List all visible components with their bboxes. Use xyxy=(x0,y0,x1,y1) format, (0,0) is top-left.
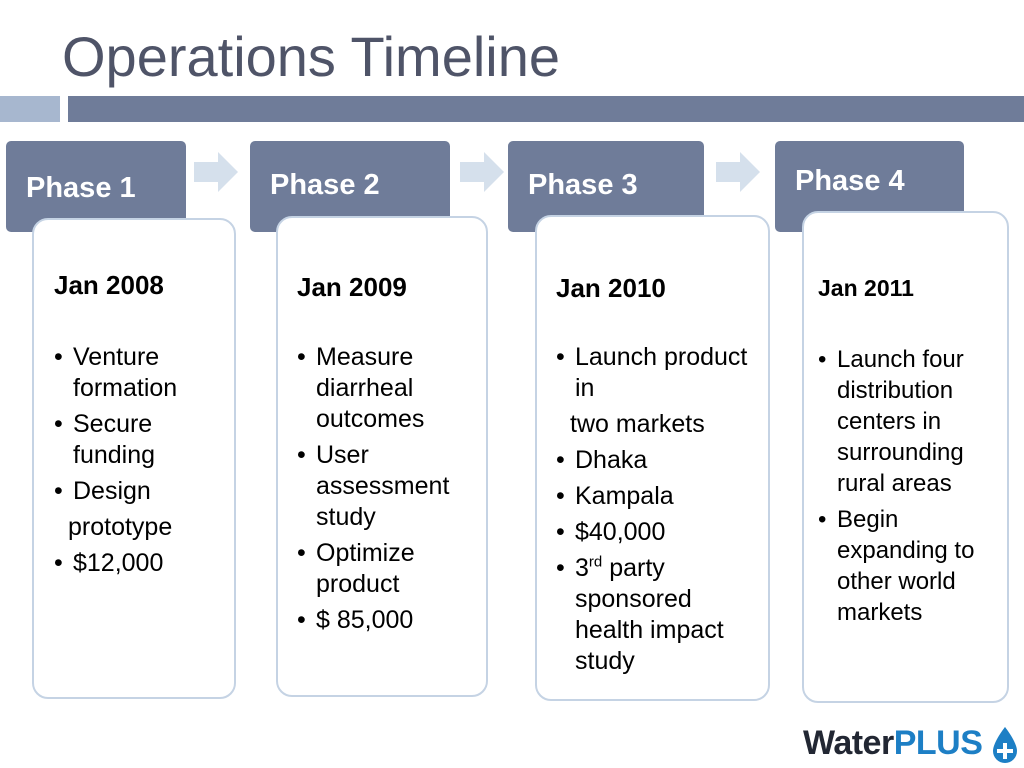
phase-1-date: Jan 2008 xyxy=(54,270,164,300)
title-rule-bar xyxy=(68,96,1024,122)
list-item: Measure diarrheal outcomes xyxy=(297,342,482,435)
phase-2-list: Measure diarrheal outcomes User assessme… xyxy=(297,342,482,641)
list-item: Design xyxy=(54,476,229,507)
list-item: Venture formation xyxy=(54,342,229,404)
list-item: Begin expanding to other world markets xyxy=(818,504,1006,628)
phase-2-card: Jan 2009 Measure diarrheal outcomes User… xyxy=(276,216,488,697)
phase-2-date: Jan 2009 xyxy=(297,272,407,302)
logo-word-water: Water xyxy=(803,724,894,762)
title-rule-accent xyxy=(0,96,60,122)
list-item: $12,000 xyxy=(54,548,229,579)
plus-drop-icon xyxy=(993,727,1017,763)
phase-4-label: Phase 4 xyxy=(795,165,905,197)
list-item: $40,000 xyxy=(556,517,761,548)
list-item-continuation: prototype xyxy=(68,513,173,541)
phase-1-card: Jan 2008 Venture formation Secure fundin… xyxy=(32,218,236,699)
list-item: Kampala xyxy=(556,481,761,512)
list-item: Optimize product xyxy=(297,538,482,600)
phase-2-label: Phase 2 xyxy=(270,169,380,201)
phase-3-date: Jan 2010 xyxy=(556,273,666,303)
phase-3-list: Launch product in two markets Dhaka Kamp… xyxy=(556,342,761,682)
phase-4-list: Launch four distribution centers in surr… xyxy=(818,344,1006,633)
phase-1-tab: Phase 1 xyxy=(6,141,186,232)
phase-3-label: Phase 3 xyxy=(528,169,638,201)
list-item: $ 85,000 xyxy=(297,605,482,636)
page-title: Operations Timeline xyxy=(62,25,561,88)
phase-4-date: Jan 2011 xyxy=(818,275,914,301)
arrow-right-icon xyxy=(716,152,760,192)
list-item: Launch product in xyxy=(556,342,761,404)
arrow-right-icon xyxy=(460,152,504,192)
list-item-continuation: two markets xyxy=(570,410,705,438)
phase-1-label: Phase 1 xyxy=(26,172,136,204)
list-item: Dhaka xyxy=(556,445,761,476)
list-item: 3rd party sponsored health impact study xyxy=(556,553,761,677)
waterplus-logo: WaterPLUS xyxy=(803,724,1017,768)
list-item: User assessment study xyxy=(297,440,482,533)
phase-3-card: Jan 2010 Launch product in two markets D… xyxy=(535,215,770,701)
phase-1-list: Venture formation Secure funding Design … xyxy=(54,342,229,584)
arrow-right-icon xyxy=(194,152,238,192)
list-item: Secure funding xyxy=(54,409,229,471)
phase-4-card: Jan 2011 Launch four distribution center… xyxy=(802,211,1009,703)
list-item: Launch four distribution centers in surr… xyxy=(818,344,1006,499)
logo-word-plus: PLUS xyxy=(893,724,983,762)
